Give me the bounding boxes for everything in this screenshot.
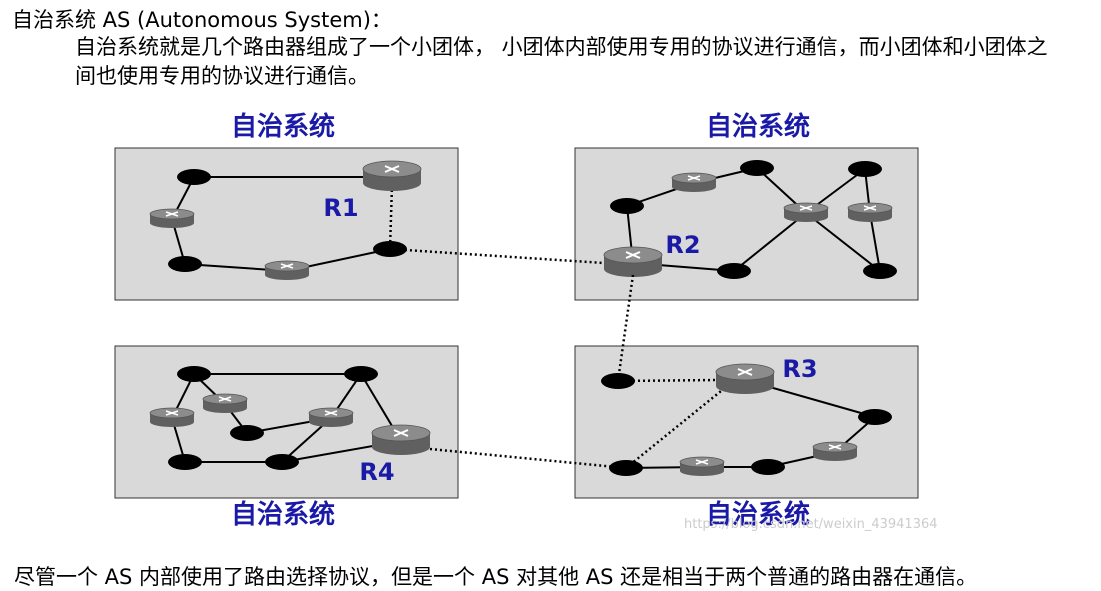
description: 自治系统就是几个路由器组成了一个小团体， 小团体内部使用专用的协议进行通信，而小… — [75, 35, 1048, 88]
as-label-bottom-left: 自治系统 — [231, 499, 335, 530]
router-r2 — [603, 246, 663, 278]
router-r4 — [371, 424, 431, 456]
heading: 自治系统 AS (Autonomous System)： — [12, 8, 392, 32]
r3-dotted-link-b — [625, 386, 727, 469]
r1-dotted-link — [388, 184, 394, 250]
inter-as-links — [389, 247, 635, 470]
as-label-top-left: 自治系统 — [231, 111, 335, 142]
as-label-bottom-right: 自治系统 — [706, 499, 810, 530]
watermark: https://blog.csdn.net/weixin_43941364 — [684, 517, 938, 532]
router-label-r3: R3 — [782, 355, 817, 383]
router-r3 — [715, 363, 775, 395]
router-r1 — [362, 160, 422, 192]
as4-nodes — [149, 366, 431, 470]
router-label-r4: R4 — [359, 458, 394, 486]
router-label-r2: R2 — [665, 231, 700, 259]
as-label-top-right: 自治系统 — [706, 111, 810, 142]
router-label-r1: R1 — [323, 194, 358, 222]
footer-note: 尽管一个 AS 内部使用了路由选择协议，但是一个 AS 对其他 AS 还是相当于… — [14, 565, 978, 589]
as2-nodes — [603, 160, 897, 279]
as1-nodes — [149, 160, 422, 281]
